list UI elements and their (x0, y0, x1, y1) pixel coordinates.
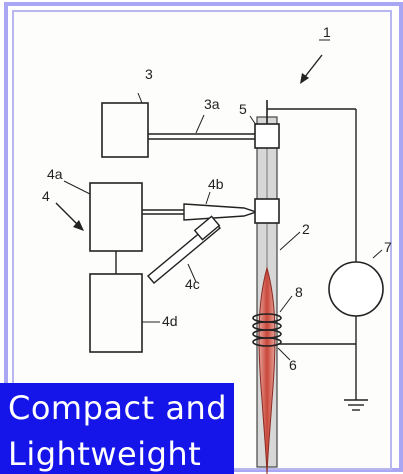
box3-leader (137, 92, 143, 104)
box4a-leader (63, 180, 91, 195)
clamp-5 (254, 123, 280, 149)
device-arrowhead (300, 73, 309, 84)
label-box-3: 3 (145, 66, 153, 82)
coil8-leader (279, 295, 293, 313)
label-coil-8: 8 (295, 284, 303, 300)
tip6-leader (277, 347, 291, 361)
label-circle-7: 7 (384, 239, 392, 255)
tube3a-leader (195, 114, 205, 134)
nozzle-4b (183, 203, 259, 221)
box-4a (89, 182, 143, 252)
banner-line-2: Lightweight (8, 435, 202, 473)
feature-banner: Compact and Lightweight (0, 383, 234, 474)
label-tube-4b: 4b (208, 176, 224, 192)
label-box-4d: 4d (162, 313, 178, 329)
label-tube-4c: 4c (185, 276, 200, 292)
box-4d (89, 273, 143, 353)
label-group-4: 4 (42, 188, 50, 204)
tube4b-leader (205, 191, 211, 205)
rod2-leader (279, 231, 301, 251)
banner-line-1: Compact and (8, 389, 228, 427)
label-tube-3a: 3a (204, 96, 220, 112)
tube4c-leader (187, 263, 197, 283)
clamp-lower (254, 198, 280, 224)
clamp5-leader (249, 115, 257, 126)
tube-4c-head (193, 215, 221, 241)
label-clamp-5: 5 (239, 101, 247, 117)
power-source-7 (328, 261, 384, 317)
group4-arrowhead (73, 220, 84, 231)
device-arrow (303, 54, 323, 79)
box-3 (101, 102, 149, 158)
label-box-4a: 4a (47, 166, 63, 182)
label-tip-6: 6 (289, 357, 297, 373)
group4-arrow (55, 202, 79, 226)
coil-8 (252, 313, 282, 347)
label-device-1: 1 (323, 24, 331, 40)
circle7-leader (372, 249, 383, 259)
label-rod-2: 2 (302, 221, 310, 237)
